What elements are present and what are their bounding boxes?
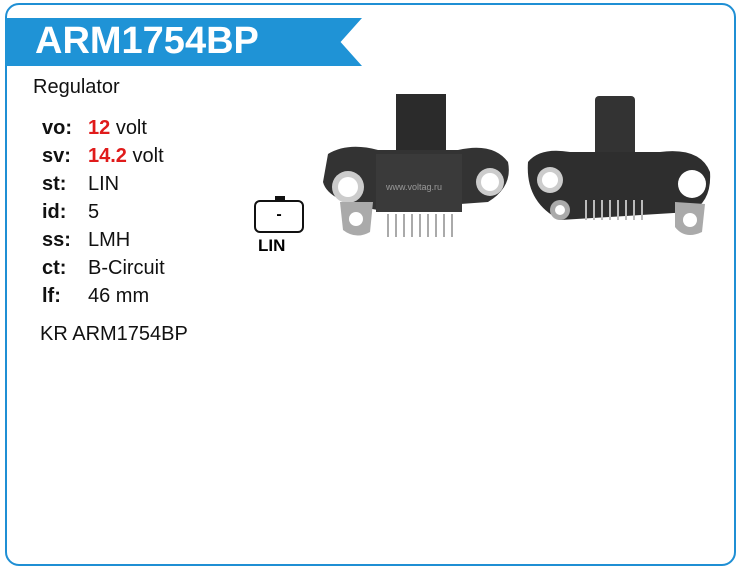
spec-value: 46 mm [88, 285, 150, 307]
spec-key: id: [42, 201, 67, 223]
watermark: www.voltag.ru [385, 182, 442, 192]
spec-unit: volt [132, 145, 164, 167]
spec-key: sv: [42, 145, 71, 167]
title-banner: ARM1754BP [5, 18, 362, 66]
connector-symbol: - [276, 206, 282, 223]
cross-reference: KR ARM1754BP [40, 323, 188, 345]
spec-unit: volt [115, 117, 147, 139]
product-title: ARM1754BP [35, 20, 259, 62]
spec-key: st: [42, 173, 67, 195]
spec-value: 14.2 [88, 145, 127, 167]
connector-label: LIN [258, 236, 286, 255]
spec-value: 5 [88, 201, 100, 223]
spec-key: vo: [42, 117, 72, 139]
regulator-photo-back [527, 96, 711, 236]
spec-value: LMH [88, 229, 131, 251]
spec-key: ct: [42, 257, 67, 279]
product-type: Regulator [33, 76, 120, 98]
product-card [5, 3, 736, 566]
spec-key: lf: [42, 285, 61, 307]
spec-value: B-Circuit [88, 257, 165, 279]
spec-value: 12 [88, 117, 111, 139]
connector-icon: - [254, 196, 304, 233]
spec-key: ss: [42, 229, 71, 251]
spec-value: LIN [88, 173, 120, 195]
regulator-photo-front: www.voltag.ru [323, 94, 509, 237]
